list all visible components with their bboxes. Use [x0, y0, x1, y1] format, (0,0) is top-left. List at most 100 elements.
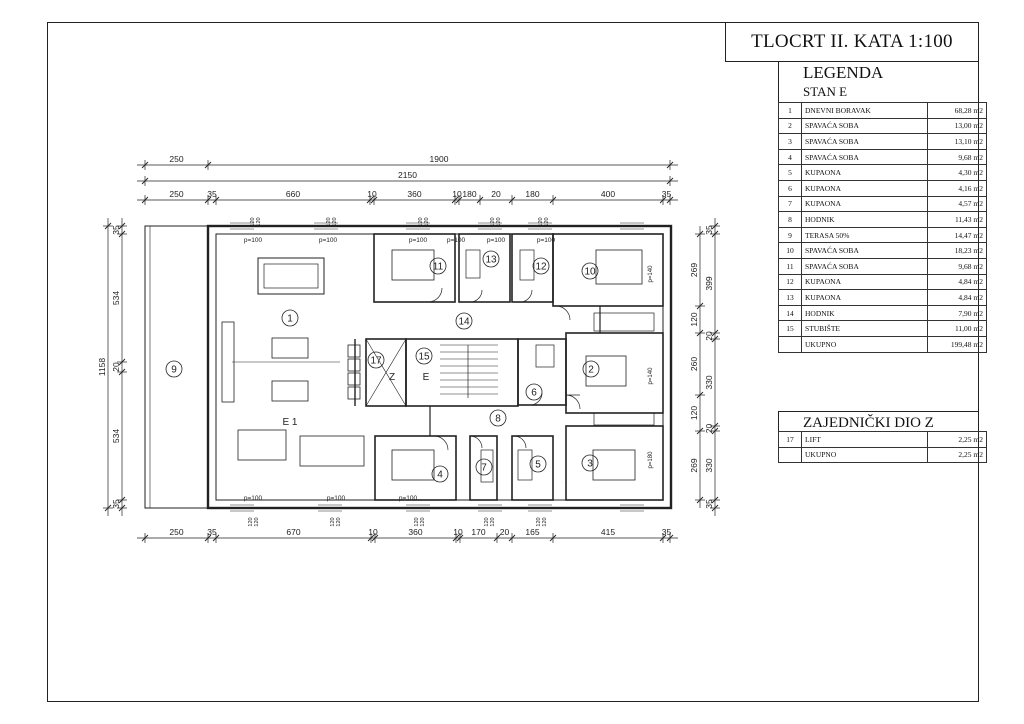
room-marker	[455, 312, 473, 330]
lift-label: Z	[389, 372, 395, 383]
room-7-wall	[469, 435, 498, 501]
window-dim-label: 120	[424, 217, 430, 226]
dimension-tick	[141, 177, 149, 185]
dimension-tick	[696, 391, 704, 399]
dimension-label-bottom: 170	[471, 527, 485, 537]
sofa	[271, 337, 309, 359]
dimension-label-right: 35	[704, 225, 714, 235]
window-dim-label: 120	[484, 517, 490, 526]
bed	[391, 249, 435, 281]
window-dim-label: 120	[420, 517, 426, 526]
room-number: 9	[171, 365, 177, 376]
dimension-label-detail: 660	[286, 189, 300, 199]
dimension-label-right: 20	[704, 331, 714, 341]
dimension-tick	[696, 302, 704, 310]
drawing-title: TLOCRT II. KATA 1:100	[725, 22, 979, 62]
dimension-tick	[659, 534, 667, 542]
dimension-tick	[455, 196, 463, 204]
dimension-label-bottom: 35	[207, 527, 217, 537]
dimension-tick	[711, 230, 719, 238]
room-marker	[581, 262, 599, 280]
dimension-label-detail: 180	[462, 189, 476, 199]
legend-subheading: STAN E	[778, 82, 979, 102]
dimension-tick	[118, 496, 126, 504]
dimension-label-detail: 35	[207, 189, 217, 199]
room-10-wall	[552, 233, 664, 307]
door-swing	[469, 289, 483, 303]
sill-height-label: p=100	[409, 237, 428, 244]
room-marker	[431, 465, 449, 483]
room-marker	[475, 458, 493, 476]
shower	[517, 449, 533, 481]
bed	[585, 355, 627, 387]
lift-cross	[365, 338, 407, 407]
wardrobe	[593, 312, 655, 332]
unit-label-secondary: E 1	[282, 417, 297, 428]
sill-height-label: p=100	[537, 237, 556, 244]
dimension-tick	[508, 534, 516, 542]
shower	[480, 449, 494, 483]
window-dim-label: 120	[332, 217, 338, 226]
room-4-wall	[374, 435, 457, 501]
bathtub	[535, 344, 555, 368]
room-12-wall	[511, 233, 554, 303]
window-dim-label: 120	[542, 517, 548, 526]
sill-height-label: p=100	[447, 237, 466, 244]
dimension-tick	[104, 222, 112, 230]
dimension-tick	[456, 534, 464, 542]
dimension-label-detail: 20	[491, 189, 501, 199]
window-dim-label: 120	[544, 217, 550, 226]
dimension-tick	[711, 496, 719, 504]
window-dim-label: 120	[536, 517, 542, 526]
legend-heading: LEGENDA	[778, 62, 979, 82]
sill-height-label: p=100	[244, 495, 263, 502]
dimension-label-bottom: 10	[368, 527, 378, 537]
terrace-outline	[144, 225, 209, 509]
shaft-block	[347, 372, 361, 386]
dimension-label-right-inner: 269	[689, 458, 699, 472]
dimension-label-left: 534	[111, 291, 121, 305]
dimension-label-top: 1900	[430, 154, 449, 164]
dimension-tick	[711, 335, 719, 343]
window-dim-label: 120	[248, 517, 254, 526]
door-swing	[427, 287, 443, 303]
dimension-tick	[711, 222, 719, 230]
dimension-tick	[711, 329, 719, 337]
dimension-label-bottom: 670	[286, 527, 300, 537]
door-swing	[513, 435, 527, 449]
dimension-tick	[118, 504, 126, 512]
sill-height-label-alt: p=140	[648, 265, 654, 283]
dimension-tick	[118, 358, 126, 366]
legend-total-label: UKUPNO	[801, 446, 928, 464]
room-marker	[482, 250, 500, 268]
room-marker	[525, 383, 543, 401]
sill-height-label-alt2: p=180	[648, 451, 654, 469]
lift-shaft	[365, 338, 407, 407]
room-number: 11	[433, 262, 444, 273]
dimension-tick	[711, 504, 719, 512]
door-swing	[555, 305, 571, 321]
common-heading: ZAJEDNIČKI DIO Z	[778, 411, 979, 431]
dimension-tick	[118, 222, 126, 230]
room-number: 6	[531, 388, 537, 399]
bed	[592, 449, 636, 481]
dimension-tick	[141, 534, 149, 542]
dimension-label-detail: 35	[662, 189, 672, 199]
dimension-label-left: 35	[111, 225, 121, 235]
window-dim-label: 120	[254, 517, 260, 526]
bed	[595, 249, 643, 285]
room-number: 17	[370, 356, 382, 367]
dimension-tick	[549, 534, 557, 542]
dimension-tick	[666, 196, 674, 204]
dimension-label-detail: 360	[407, 189, 421, 199]
room-marker	[581, 454, 599, 472]
sheet-frame	[47, 22, 979, 702]
legend-total-area: 2,25 m2	[927, 446, 987, 464]
sill-height-label: p=100	[327, 495, 346, 502]
dimension-label-right: 330	[704, 375, 714, 389]
room-number: 1	[287, 314, 293, 325]
